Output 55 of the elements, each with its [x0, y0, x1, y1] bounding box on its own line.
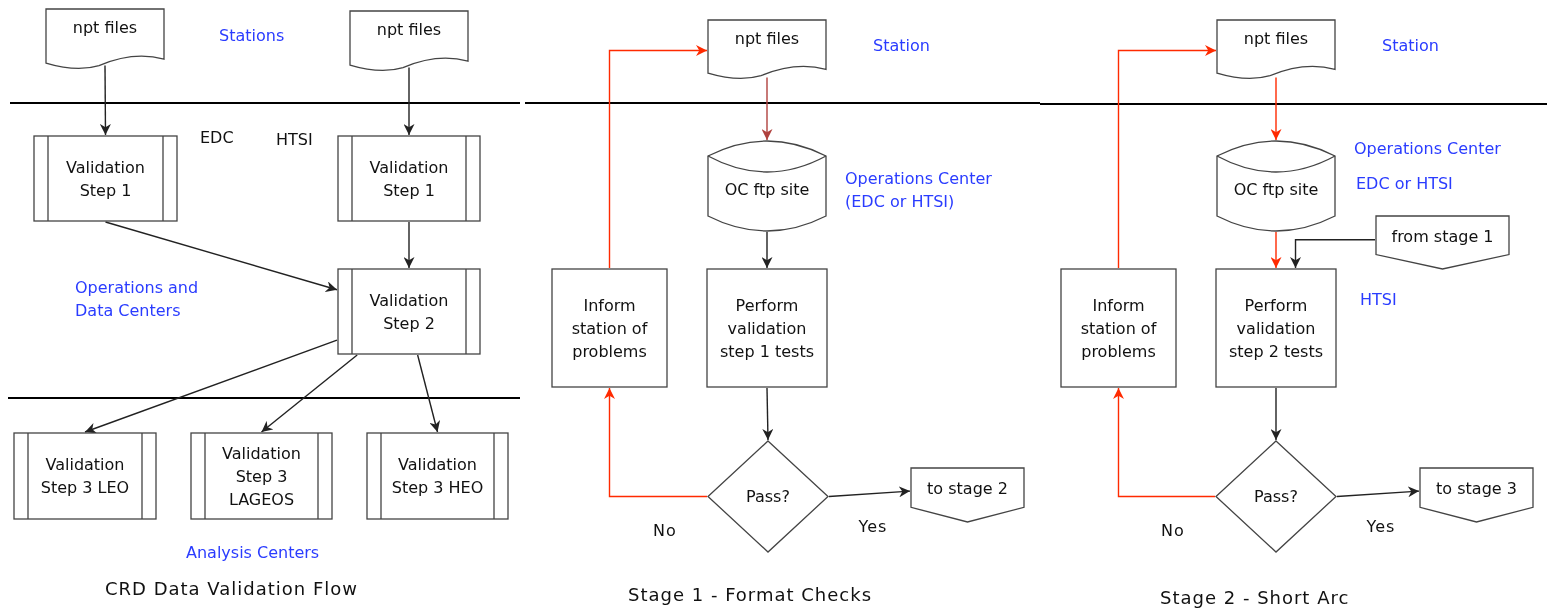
region-label: HTSI: [276, 130, 313, 150]
predefined-process-box: Validation Step 3 HEO: [366, 432, 509, 520]
arrow: [416, 354, 441, 433]
process-box: Perform validation step 1 tests: [706, 268, 828, 388]
document-shape: npt files: [707, 19, 827, 82]
predefined-process-box: Validation Step 1: [33, 135, 178, 222]
region-label: Stations: [219, 25, 285, 47]
panel-title: CRD Data Validation Flow: [105, 578, 359, 600]
arrow: [608, 45, 708, 269]
arrow: [1117, 45, 1217, 269]
region-label: Operations Center: [1354, 138, 1501, 160]
arrow: [1270, 76, 1282, 141]
off-page-connector: from stage 1: [1375, 215, 1510, 270]
arrow: [762, 387, 774, 441]
decision-diamond: Pass?: [707, 440, 829, 553]
arrow: [761, 76, 773, 141]
database-cylinder: OC ftp site: [707, 140, 827, 232]
process-box: Inform station of problems: [551, 268, 668, 388]
process-box: Perform validation step 2 tests: [1215, 268, 1337, 388]
arrow: [1290, 239, 1376, 269]
off-page-connector: to stage 2: [910, 467, 1025, 523]
region-label: HTSI: [1360, 289, 1397, 311]
region-label: Operations Center (EDC or HTSI): [845, 168, 993, 213]
document-shape: npt files: [45, 8, 165, 72]
arrow: [1270, 231, 1282, 269]
arrow: [403, 66, 415, 136]
database-cylinder: OC ftp site: [1216, 140, 1336, 232]
predefined-process-box: Validation Step 3 LEO: [13, 432, 157, 520]
region-label: Station: [1382, 35, 1439, 57]
predefined-process-box: Validation Step 3 LAGEOS: [190, 432, 333, 520]
arrow: [604, 387, 708, 498]
region-label: Station: [873, 35, 930, 57]
process-box: Inform station of problems: [1060, 268, 1177, 388]
off-page-connector: to stage 3: [1419, 467, 1534, 523]
document-shape: npt files: [349, 10, 469, 74]
panel-title: Stage 1 - Format Checks: [628, 584, 873, 606]
region-label: Operations and Data Centers: [75, 277, 200, 322]
arrow: [1336, 486, 1420, 498]
arrow: [1270, 387, 1282, 441]
arrow: [260, 354, 358, 433]
arrow: [104, 221, 338, 292]
document-shape: npt files: [1216, 19, 1336, 82]
arrow: [761, 231, 773, 269]
predefined-process-box: Validation Step 1: [337, 135, 481, 222]
arrow: [828, 486, 911, 498]
region-label: EDC: [200, 128, 234, 148]
region-label: EDC or HTSI: [1356, 173, 1453, 195]
arrow: [84, 339, 338, 434]
predefined-process-box: Validation Step 2: [337, 268, 481, 355]
arrow: [99, 64, 111, 136]
panel-title: Stage 2 - Short Arc: [1160, 587, 1350, 609]
decision-diamond: Pass?: [1215, 440, 1337, 553]
region-label: Analysis Centers: [186, 542, 320, 564]
arrow: [1113, 387, 1216, 498]
arrow: [403, 221, 415, 269]
